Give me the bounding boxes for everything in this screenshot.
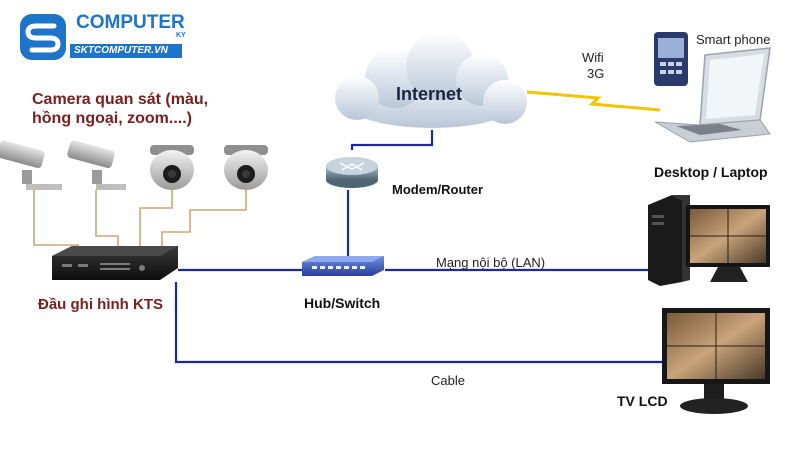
laptop-device [654, 47, 771, 143]
cameras-label-line-2: hồng ngoại, zoom....) [32, 110, 192, 127]
desktop-laptop-label: Desktop / Laptop [654, 164, 768, 180]
tv-lcd-label: TV LCD [617, 393, 668, 409]
logo-brand-text: COMPUTER [76, 12, 185, 33]
sktcomputer-logo: COMPUTER KY SKTCOMPUTER.VN [14, 8, 204, 70]
bullet-camera-2 [67, 140, 126, 190]
modem-router [326, 157, 378, 188]
network-cables [174, 130, 662, 364]
internet-label: Internet [396, 84, 463, 104]
bullet-camera-1 [0, 140, 62, 190]
dome-camera-2 [224, 145, 268, 190]
cameras-label: Camera quan sát (màu, hồng ngoại, zoom..… [32, 90, 208, 128]
hub-switch [302, 256, 384, 276]
hub-switch-label: Hub/Switch [304, 295, 381, 311]
cameras-label-line-1: Camera quan sát (màu, [32, 91, 209, 108]
wifi-3g-link [526, 90, 661, 112]
internet-cloud [335, 32, 527, 128]
tv-cable [174, 282, 662, 364]
cable-label: Cable [431, 373, 465, 388]
modem-router-label: Modem/Router [392, 182, 483, 197]
desktop-pc [648, 195, 770, 286]
logo-superscript: KY [176, 32, 186, 39]
lan-label: Mạng nội bộ (LAN) [436, 255, 546, 270]
logo-s-icon [20, 14, 182, 60]
smartphone-device [654, 32, 688, 86]
logo-domain-text: SKTCOMPUTER.VN [74, 45, 168, 56]
dvr-label: Đầu ghi hình KTS [38, 296, 163, 313]
smartphone-label: Smart phone [696, 32, 771, 47]
dvr-recorder [52, 246, 178, 280]
wifi-label: Wifi [582, 50, 604, 65]
camera-wiring [33, 190, 247, 250]
dome-camera-1 [150, 145, 194, 190]
3g-label: 3G [587, 66, 605, 81]
tv-lcd-device [662, 308, 770, 414]
router-to-internet-cable [350, 130, 434, 150]
